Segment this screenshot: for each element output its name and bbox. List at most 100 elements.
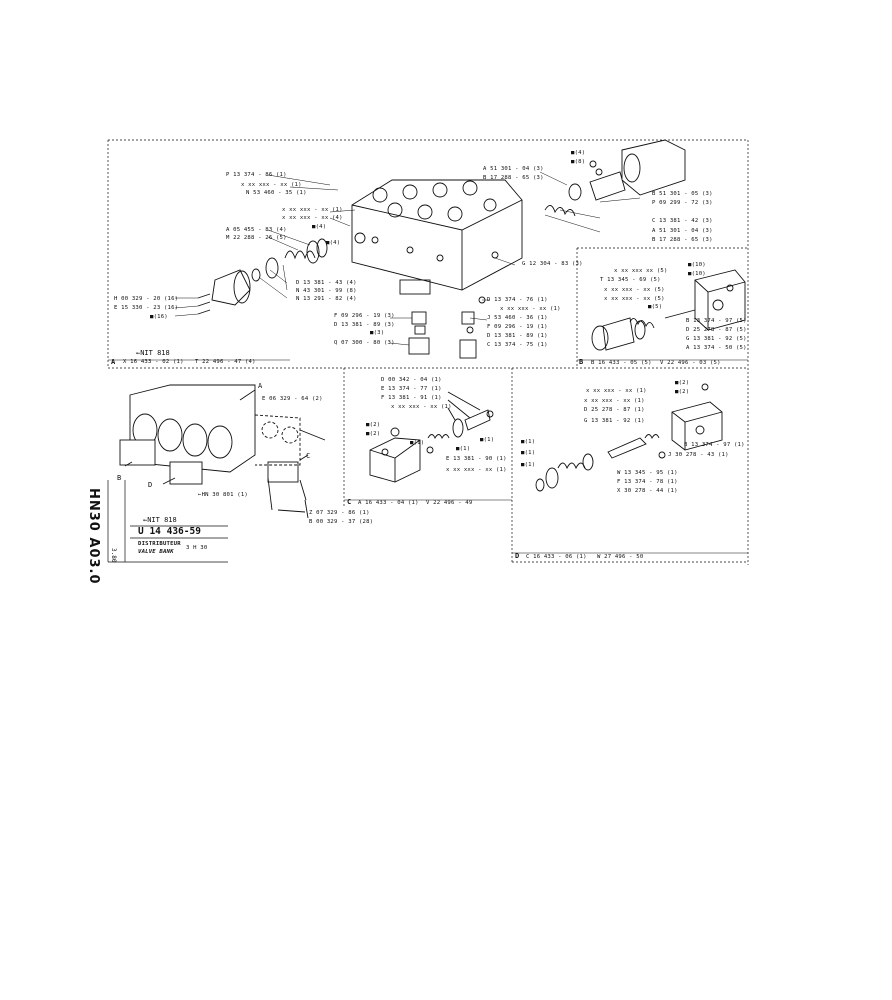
label-d13374: D 13 374 - 76 (1) xyxy=(487,297,548,303)
label-j30278: J 30 278 - 43 (1) xyxy=(668,452,729,458)
assembly-label-c: C xyxy=(306,452,311,460)
panel-footers xyxy=(108,359,748,554)
label-xx: x xx xxx - xx (5) xyxy=(604,287,665,293)
panel-b-ref: V 22 496 - 03 (5) xyxy=(660,360,721,366)
label-qty: ■(8) xyxy=(571,159,586,165)
label-w13345: W 13 345 - 95 (1) xyxy=(617,470,678,476)
label-qty: ■(10) xyxy=(688,262,706,268)
label-g13381: G 13 381 - 92 (5) xyxy=(686,336,747,342)
main-valve-block xyxy=(351,179,523,295)
label-d13381: D 13 381 - 89 (3) xyxy=(334,322,395,328)
frame-lines xyxy=(107,139,749,565)
label-b00329: B 00 329 - 37 (28) xyxy=(309,519,374,525)
label-qty: ■(1) xyxy=(521,439,536,445)
label-e13381: E 13 381 - 90 (1) xyxy=(446,456,507,462)
leader-lines-a xyxy=(174,171,641,346)
label-qty: ■(5) xyxy=(648,304,663,310)
panel-d-ref: W 27 496 - 50 xyxy=(597,554,644,560)
label-qty: ■(1) xyxy=(456,446,471,452)
panel-b-block xyxy=(591,269,746,351)
label-a13374: A 13 374 - 50 (5) xyxy=(686,345,747,351)
label-n13291: N 13 291 - 82 (4) xyxy=(296,296,357,302)
label-d25278: D 25 278 - 87 (5) xyxy=(686,327,747,333)
panel-b-code: B 16 433 - 05 (5) xyxy=(591,360,652,366)
label-f13374: F 13 374 - 78 (1) xyxy=(617,479,678,485)
label-d25278: D 25 278 - 87 (1) xyxy=(584,407,645,413)
panel-d-letter: D xyxy=(515,552,520,560)
label-b13374: B 13 374 - 97 (1) xyxy=(684,442,745,448)
label-d13381: D 13 381 - 89 (1) xyxy=(487,333,548,339)
panel-c-letter: C xyxy=(347,498,352,506)
title-part-number: U 14 436-59 xyxy=(138,526,201,537)
right-spring-stack xyxy=(544,139,686,217)
label-qty: ■(1) xyxy=(521,462,536,468)
label-xx: x xx xxx - xx (1) xyxy=(584,398,645,404)
bottom-plugs xyxy=(408,296,486,359)
panel-c-ref: V 22 496 - 49 xyxy=(426,500,473,506)
label-g12304: G 12 304 - 83 (3) xyxy=(522,261,583,267)
label-n53460: N 53 460 - 35 (1) xyxy=(246,190,307,196)
label-t13345: T 13 345 - 69 (5) xyxy=(600,277,661,283)
label-xx: x xx xxx - xx (1) xyxy=(282,207,343,213)
label-b17288: B 17 288 - 65 (3) xyxy=(483,175,544,181)
label-b51301: B 51 301 - 05 (3) xyxy=(652,191,713,197)
label-q07300: Q 07 300 - 80 (3) xyxy=(334,340,395,346)
title-name-fr: DISTRIBUTEUR xyxy=(138,541,181,547)
label-qty: ■(10) xyxy=(688,271,706,277)
panel-d-block xyxy=(535,383,723,492)
label-qty: ■(2) xyxy=(366,431,381,437)
title-block-lines xyxy=(107,480,228,563)
side-code: HN30 A03.0 xyxy=(86,488,101,585)
assembly-label-a: A xyxy=(258,382,263,390)
label-c13381: C 13 381 - 42 (3) xyxy=(652,218,713,224)
label-xx: x xx xxx - xx (1) xyxy=(391,404,452,410)
label-qty: ■(2) xyxy=(675,389,690,395)
label-qty: ■(16) xyxy=(150,314,168,320)
panel-a-nit: ←NIT 818 xyxy=(136,349,170,357)
panel-a-letter: A xyxy=(111,358,116,366)
label-qty: ■(1) xyxy=(480,437,495,443)
side-small: 3.80 xyxy=(110,548,117,563)
panel-c-block xyxy=(369,391,494,483)
label-xx: x xx xxx - xx (1) xyxy=(500,306,561,312)
label-b17288: B 17 288 - 65 (3) xyxy=(652,237,713,243)
label-qty: ■(4) xyxy=(312,224,327,230)
label-a05455: A 05 455 - 83 (4) xyxy=(226,227,287,233)
label-p13374: P 13 374 - 86 (1) xyxy=(226,172,287,178)
label-hn30: ←HN 30 801 (1) xyxy=(198,492,248,498)
label-a51301: A 51 301 - 04 (3) xyxy=(483,166,544,172)
label-z07329: Z 07 329 - 86 (1) xyxy=(309,510,370,516)
label-x30278: X 30 278 - 44 (1) xyxy=(617,488,678,494)
label-p09299: P 09 299 - 72 (3) xyxy=(652,200,713,206)
label-m22288: M 22 288 - 26 (5) xyxy=(226,235,287,241)
title-nit: ←NIT 818 xyxy=(143,516,177,524)
assembly-view xyxy=(119,384,326,519)
label-qty: ■(1) xyxy=(521,450,536,456)
label-d13381: D 13 381 - 43 (4) xyxy=(296,280,357,286)
label-f13381: F 13 381 - 91 (1) xyxy=(381,395,442,401)
label-qty: ■(3) xyxy=(370,330,385,336)
label-xx: x xx xxx - xx (1) xyxy=(241,182,302,188)
left-spring-stack xyxy=(197,238,328,315)
label-c13374: C 13 374 - 75 (1) xyxy=(487,342,548,348)
label-xx: x xx xxx xx (5) xyxy=(614,268,668,274)
label-xx: x xx xxx - xx (1) xyxy=(446,467,507,473)
assembly-label-d: D xyxy=(148,481,153,489)
panel-d-code: C 16 433 - 06 (1) xyxy=(526,554,587,560)
assembly-label-b: B xyxy=(117,474,122,482)
panel-b-letter: B xyxy=(579,358,584,366)
label-qty: ■(2) xyxy=(366,422,381,428)
label-h00329: H 00 329 - 20 (16) xyxy=(114,296,179,302)
panel-a-ref: T 22 496 - 47 (4) xyxy=(195,359,256,365)
title-model: 3 H 30 xyxy=(186,545,208,551)
label-n43301: N 43 301 - 99 (8) xyxy=(296,288,357,294)
label-qty: ■(4) xyxy=(326,240,341,246)
label-qty: ■(1) xyxy=(410,440,425,446)
label-f09296: F 09 296 - 19 (1) xyxy=(487,324,548,330)
label-b13374: B 13 374 - 97 (5) xyxy=(686,318,747,324)
panel-c-code: A 16 433 - 04 (1) xyxy=(358,500,419,506)
label-a51301: A 51 301 - 04 (3) xyxy=(652,228,713,234)
label-e06329: E 06 329 - 64 (2) xyxy=(262,396,323,402)
label-d00342: D 00 342 - 04 (1) xyxy=(381,377,442,383)
label-f09296: F 09 296 - 19 (3) xyxy=(334,313,395,319)
